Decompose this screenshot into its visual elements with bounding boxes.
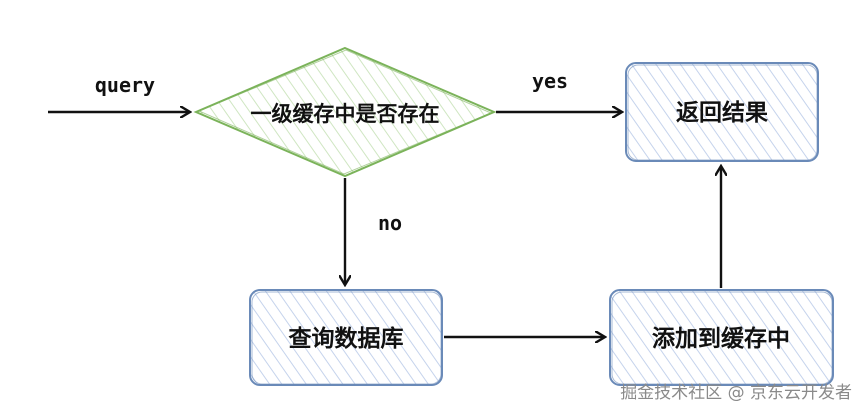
- query-db-node: 查询数据库: [249, 289, 443, 386]
- return-result-node: 返回结果: [625, 62, 819, 162]
- return-result-fill: [626, 63, 818, 161]
- no-edge-label: no: [378, 211, 402, 235]
- return-result-label: 返回结果: [676, 100, 768, 126]
- query-db-fill: [250, 290, 442, 385]
- yes-edge-label: yes: [532, 69, 568, 93]
- return-result-outline-sketch: [627, 64, 818, 161]
- return-result-outline: [625, 62, 819, 162]
- watermark-text: 掘金技术社区 @ 京东云开发者: [620, 383, 852, 403]
- add-cache-outline-sketch: [611, 291, 833, 385]
- query-db-outline-sketch: [251, 291, 442, 385]
- decision-diamond-outline: [193, 46, 497, 178]
- decision-label: 一级缓存中是否存在: [251, 102, 440, 126]
- decision-node: 一级缓存中是否存在: [193, 46, 497, 178]
- query-edge-label: query: [95, 73, 155, 97]
- add-cache-label: 添加到缓存中: [652, 325, 790, 352]
- query-db-outline: [249, 289, 443, 386]
- add-cache-fill: [610, 290, 833, 385]
- add-cache-node: 添加到缓存中: [609, 289, 834, 386]
- query-db-label: 查询数据库: [289, 325, 404, 352]
- add-cache-outline: [609, 289, 834, 386]
- decision-diamond-outline-sketch: [197, 49, 493, 175]
